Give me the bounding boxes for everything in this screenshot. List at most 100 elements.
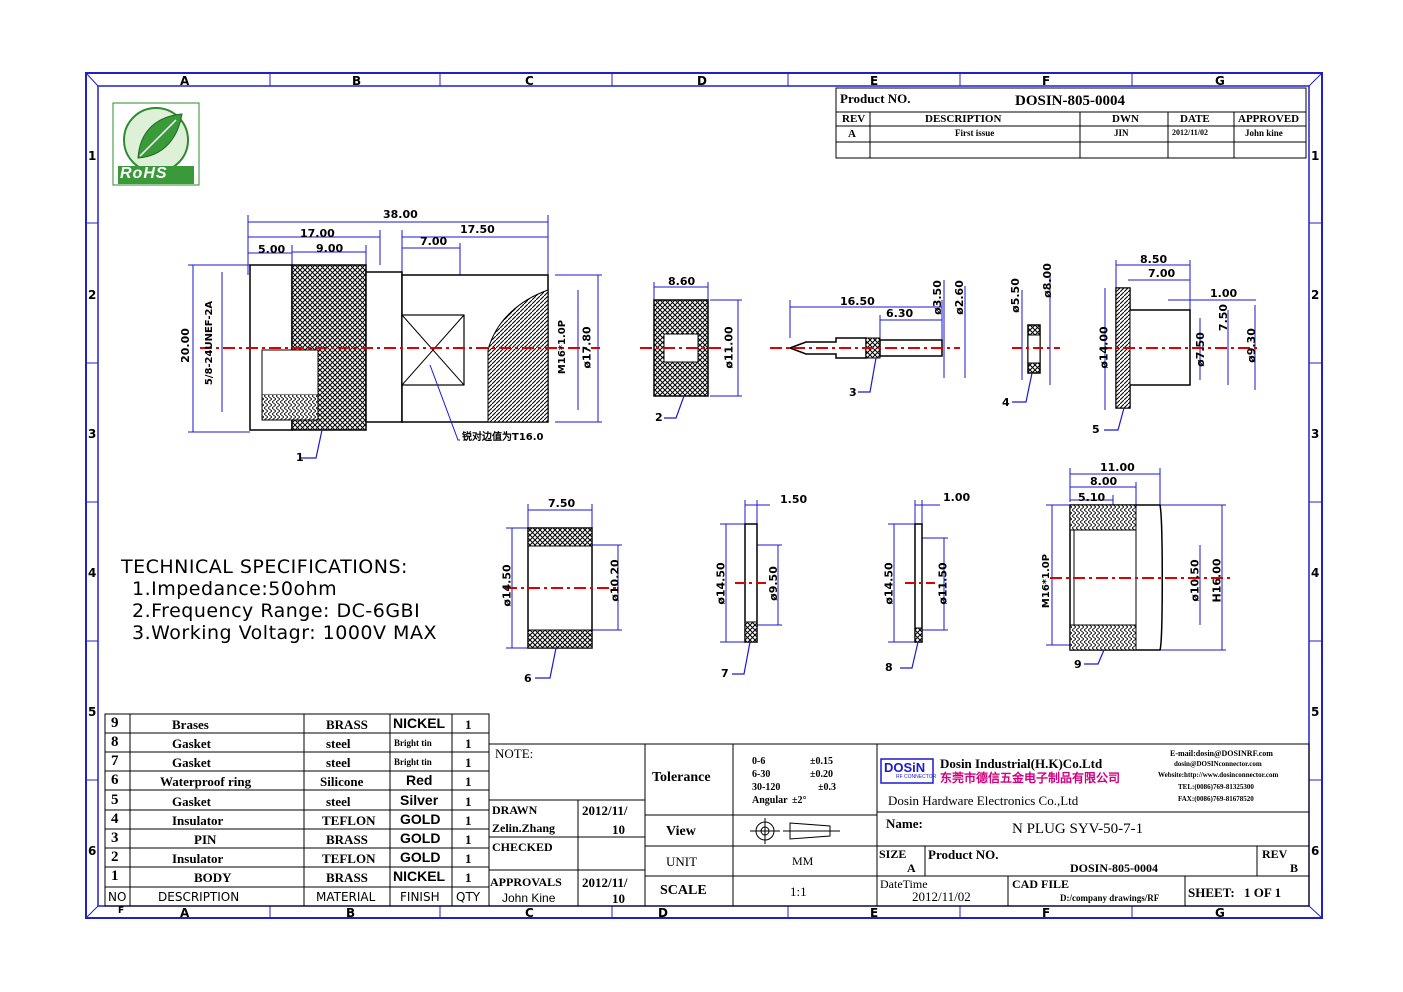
zone-col-e-bottom: E [870, 906, 879, 920]
dim-dia-17-80: ø17.80 [580, 326, 594, 369]
tolerance-range-4: Angular [752, 795, 788, 806]
rev-value: B [1290, 861, 1299, 875]
title-block-grid [488, 743, 1310, 907]
view-label: View [666, 824, 696, 839]
dim-p8-d1: ø14.50 [882, 562, 896, 605]
dim-hex-note: 锐对边值为T16.0 [462, 432, 544, 443]
tolerance-value-3: ±0.3 [818, 782, 836, 793]
approvals-date-line1: 2012/11/ [582, 875, 628, 890]
dim-pin-len: 16.50 [840, 295, 875, 308]
name-label: Name: [886, 816, 923, 831]
dim-p7-d1: ø14.50 [714, 562, 728, 605]
bom-qty: 1 [465, 851, 472, 866]
rev-row-description: First issue [955, 128, 995, 138]
zone-col-d-top: D [697, 74, 707, 88]
sheet-frame [85, 72, 1323, 919]
drawn-label: DRAWN [492, 803, 538, 817]
rev-header-approved: APPROVED [1238, 113, 1300, 125]
dosin-logo-subtext: RF CONNECTOR [896, 774, 937, 780]
bom-qty: 1 [465, 794, 472, 809]
bom-qty: 1 [465, 717, 472, 732]
zone-row-3-left: 3 [88, 427, 97, 441]
tech-spec-voltage: 3.Working Voltagr: 1000V MAX [132, 622, 437, 644]
part-4-insulator [1012, 275, 1060, 403]
zone-col-e-top: E [870, 74, 879, 88]
dim-m16: M16*1.0P [557, 319, 569, 375]
tolerance-range-2: 6-30 [752, 769, 771, 780]
tolerance-value-2: ±0.20 [810, 769, 833, 780]
dim-p4-d2: ø8.00 [1040, 263, 1054, 298]
drawn-name: Zelin.Zhang [492, 821, 556, 835]
zone-row-4-right: 4 [1311, 566, 1320, 580]
bom-material: steel [326, 736, 351, 751]
dim-p5-d750: ø7.50 [1193, 332, 1207, 367]
dim-body-total: 38.00 [383, 208, 418, 221]
rev-header-rev: REV [842, 113, 866, 125]
bom-header-description: DESCRIPTION [158, 890, 240, 904]
bom-qty: 1 [465, 813, 472, 828]
zone-row-1-right: 1 [1311, 149, 1320, 163]
zone-col-b-bottom: B [346, 906, 356, 920]
bom-material: Silicone [320, 774, 364, 789]
dim-p5-step: 1.00 [1210, 287, 1238, 300]
bom-description: Insulator [172, 813, 224, 828]
bom-no: 4 [111, 811, 119, 827]
bom-material: BRASS [326, 870, 368, 885]
dim-body-left: 17.00 [300, 227, 335, 240]
bom-material: steel [326, 755, 351, 770]
balloon-4: 4 [1002, 396, 1010, 409]
rev-row-rev: A [848, 128, 856, 140]
company-name-chinese: 东莞市德信五金电子制品有限公司 [940, 771, 1121, 785]
bom-finish: GOLD [400, 830, 441, 846]
name-value: N PLUG SYV-50-7-1 [1012, 821, 1144, 837]
bom-finish: Bright tin [394, 757, 432, 767]
dim-p6-d1: ø14.50 [500, 564, 514, 607]
balloon-2: 2 [655, 411, 663, 424]
bom-description: Brases [172, 717, 209, 732]
bom-description: Gasket [172, 755, 211, 770]
bom-material: steel [326, 794, 351, 809]
bom-header-qty: QTY [456, 890, 481, 904]
tech-specs-title: TECHNICAL SPECIFICATIONS: [121, 556, 408, 578]
rev-row-dwn: JIN [1114, 128, 1129, 138]
part-8-gasket [888, 500, 948, 669]
product-no-label: Product NO. [928, 847, 999, 862]
bom-qty: 1 [465, 870, 472, 885]
dim-p6-d2: ø10.20 [608, 559, 622, 602]
zone-row-2-left: 2 [88, 288, 97, 302]
dim-pin-d1: ø3.50 [930, 280, 944, 315]
zone-col-f-top: F [1042, 74, 1051, 88]
rohs-logo-text: RoHS [120, 165, 168, 182]
part-7-gasket [720, 500, 782, 675]
dim-thread: 5/8-24UNEF-2A [204, 300, 216, 386]
dim-knurl: 9.00 [316, 242, 344, 255]
bom-no: 5 [111, 792, 119, 808]
zone-row-4-left: 4 [88, 566, 97, 580]
company-name: Dosin Industrial(H.K)Co.Ltd [940, 756, 1103, 771]
dim-p2-dia: ø11.00 [722, 326, 736, 369]
rohs-logo [112, 102, 200, 186]
dim-p5-d930: ø9.30 [1244, 328, 1258, 363]
zone-col-c-bottom: C [525, 906, 534, 920]
dim-p9-d1: ø10.50 [1188, 559, 1202, 602]
bom-finish: Silver [400, 792, 439, 808]
datetime-label: DateTime [880, 877, 928, 891]
bom-material: TEFLON [322, 851, 376, 866]
bom-finish: Red [406, 772, 433, 788]
rev-row-approved: John kine [1245, 128, 1283, 138]
dim-p5-w1: 8.50 [1140, 253, 1168, 266]
zone-col-f-bottom: F [118, 906, 125, 916]
body-main-view [188, 215, 602, 459]
bom-description: Gasket [172, 736, 211, 751]
drawn-date-line1: 2012/11/ [582, 803, 628, 818]
tolerance-label: Tolerance [652, 770, 711, 785]
dim-pin-d2: ø2.60 [952, 280, 966, 315]
tolerance-range-3: 30-120 [752, 782, 781, 793]
rev-row-date: 2012/11/02 [1172, 128, 1209, 137]
dim-p5-d14: ø14.00 [1097, 326, 1111, 369]
zone-row-1-left: 1 [88, 149, 97, 163]
zone-row-2-right: 2 [1311, 288, 1320, 302]
bom-material: BRASS [326, 832, 368, 847]
bom-qty: 1 [465, 774, 472, 789]
